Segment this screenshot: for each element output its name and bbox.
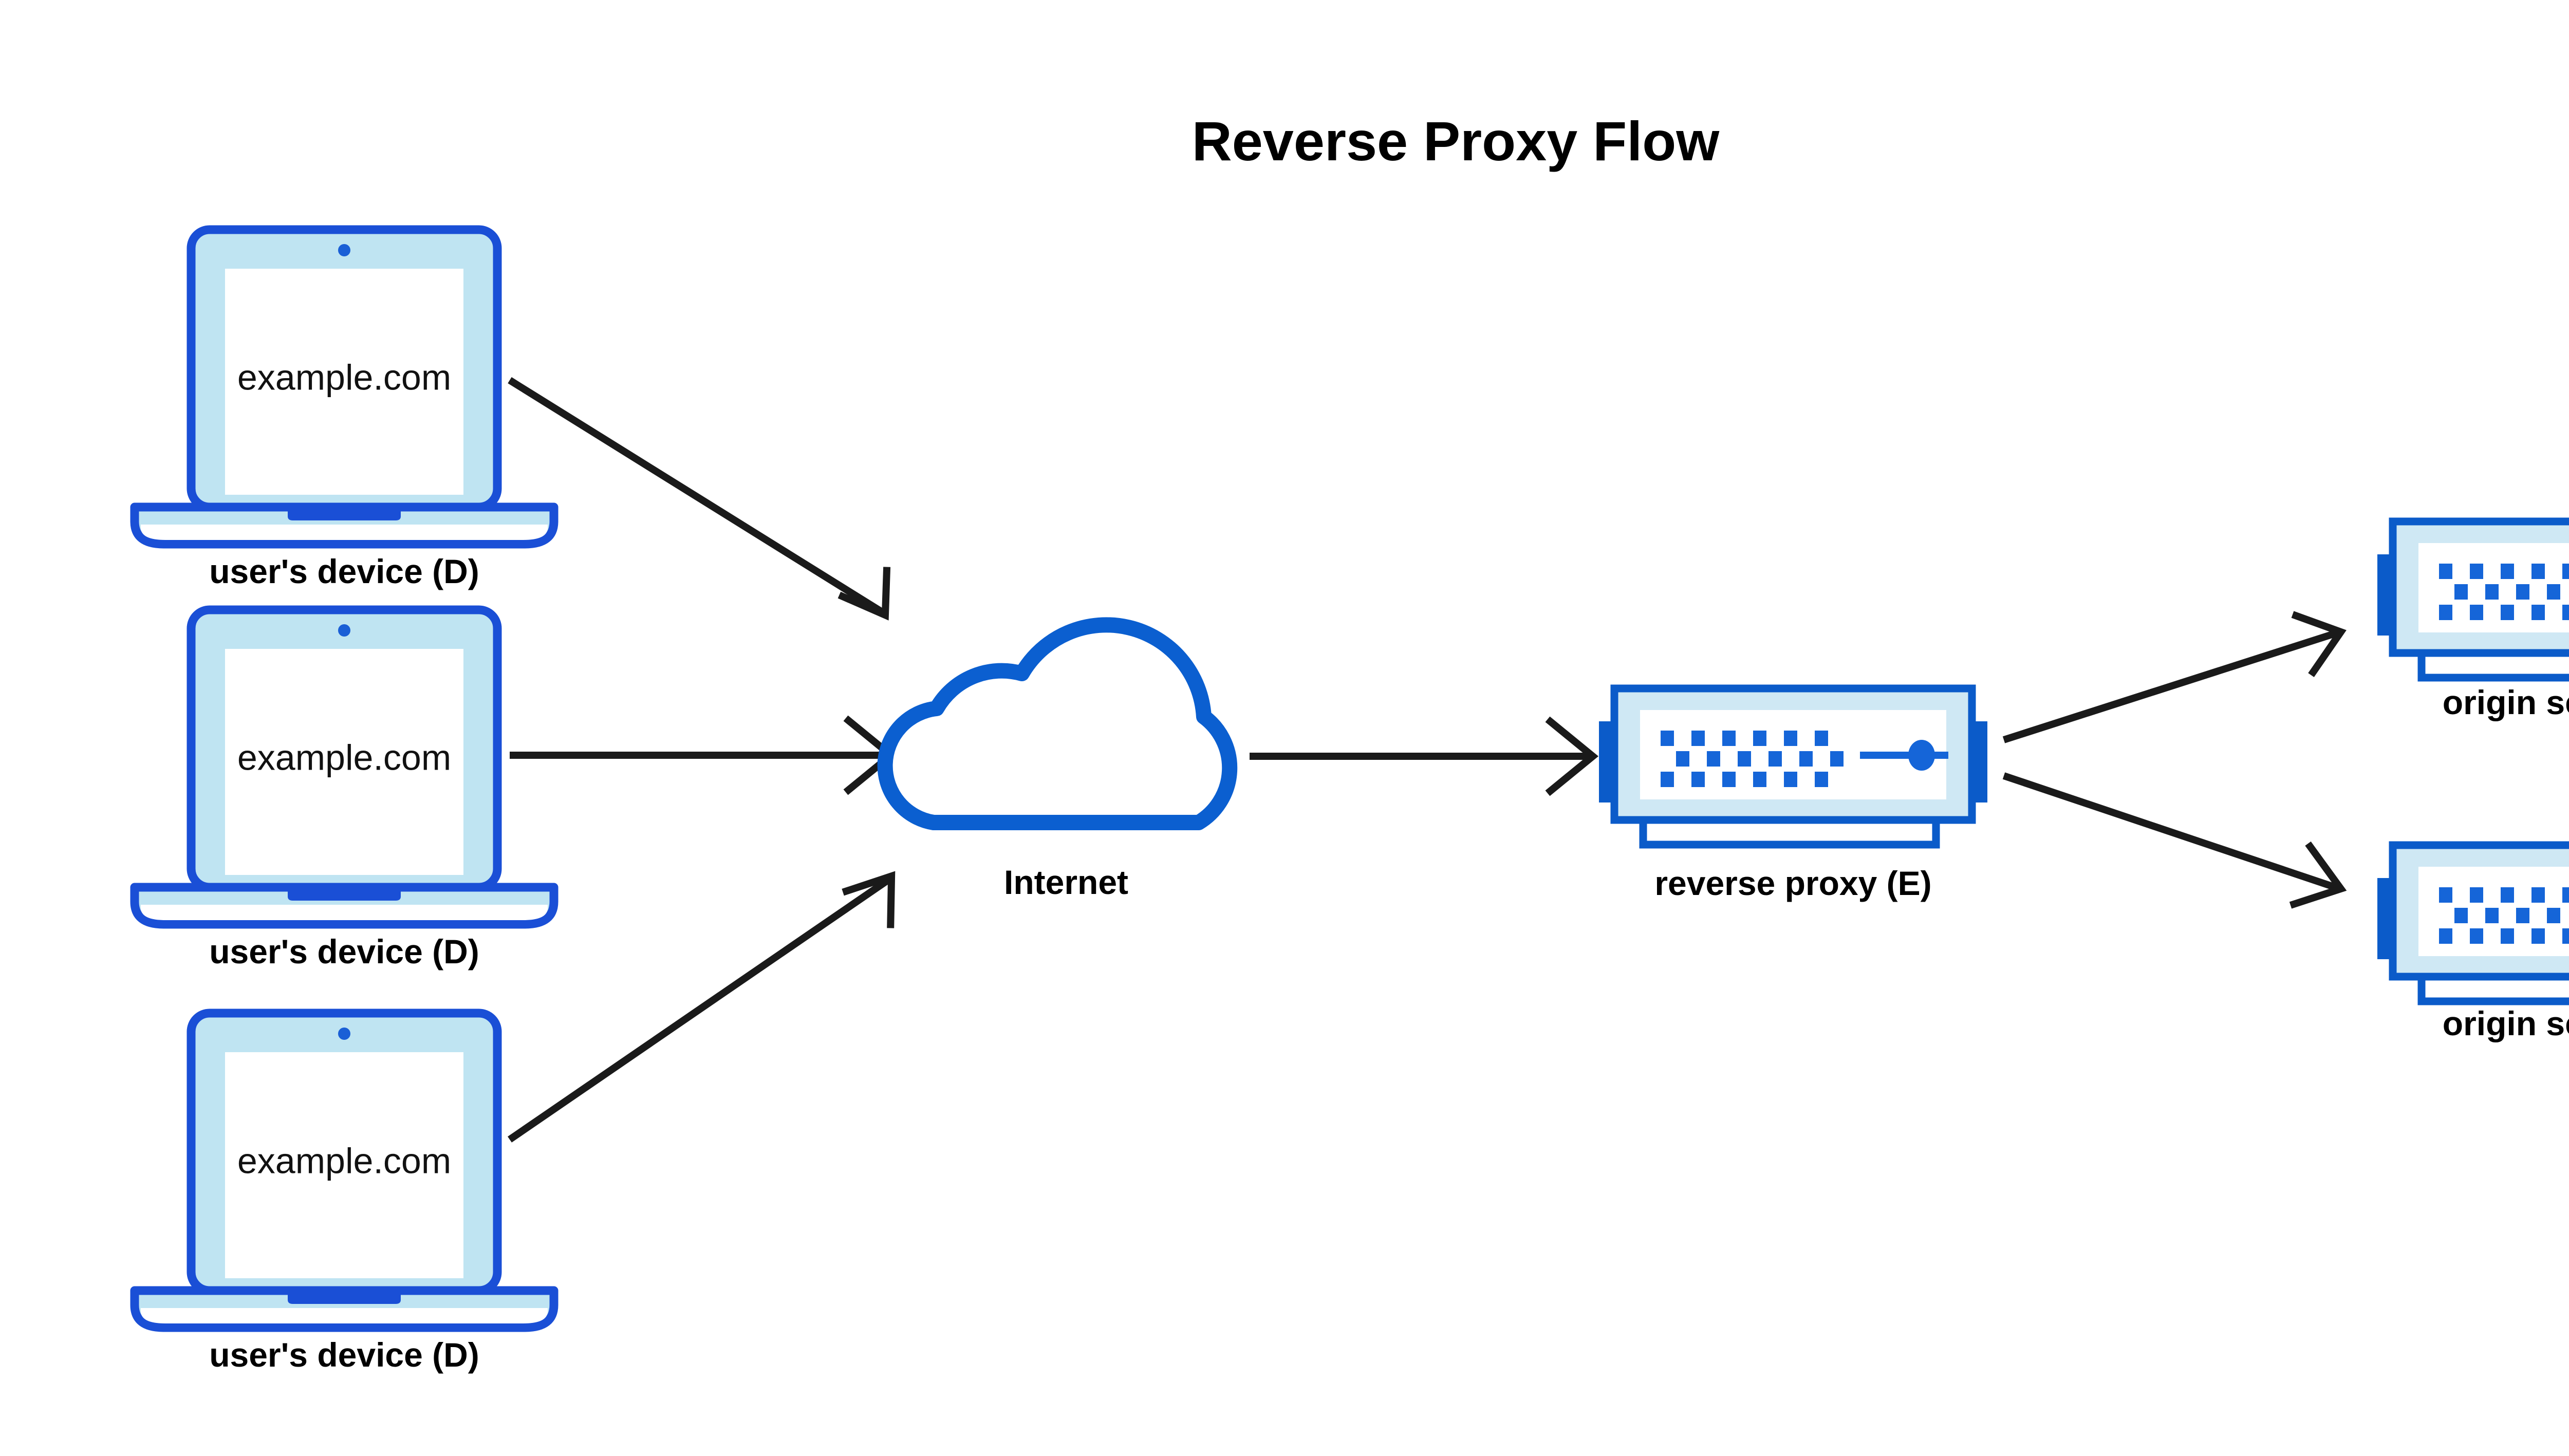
- edge-device-bottom-to-internet: [508, 871, 896, 1143]
- server-icon: [2377, 521, 2569, 678]
- page-title: Reverse Proxy Flow: [1192, 110, 1720, 172]
- laptop-screen-text-top: example.com: [237, 357, 451, 397]
- origin-top-label: origin server (F): [2443, 683, 2569, 721]
- cloud-icon: [885, 625, 1230, 823]
- server-icon: [1599, 688, 1987, 845]
- laptop-screen-text-bottom: example.com: [237, 1141, 451, 1181]
- server-icon: [2377, 845, 2569, 1001]
- edge-device-top-to-internet: [508, 377, 891, 621]
- node-device-top[interactable]: example.com user's device (D): [135, 230, 554, 590]
- node-internet[interactable]: Internet: [885, 625, 1230, 901]
- edge-proxy-to-origin-bottom: [2002, 772, 2347, 909]
- device-bottom-label: user's device (D): [209, 1336, 479, 1374]
- node-device-bottom[interactable]: example.com user's device (D): [135, 1013, 554, 1374]
- edge-device-middle-to-internet: [510, 715, 897, 795]
- internet-label: Internet: [1004, 863, 1128, 901]
- edge-proxy-to-origin-top: [2002, 611, 2347, 743]
- device-middle-label: user's device (D): [209, 932, 479, 970]
- node-origin-top[interactable]: origin server (F): [2377, 521, 2569, 721]
- node-reverse-proxy[interactable]: reverse proxy (E): [1599, 688, 1987, 902]
- edge-internet-to-reverse-proxy: [1250, 716, 1599, 796]
- laptop-screen-text-middle: example.com: [237, 737, 451, 777]
- node-origin-bottom[interactable]: origin server (F): [2377, 845, 2569, 1042]
- origin-bottom-label: origin server (F): [2443, 1004, 2569, 1042]
- device-top-label: user's device (D): [209, 552, 479, 590]
- reverse-proxy-label: reverse proxy (E): [1654, 864, 1931, 902]
- node-device-middle[interactable]: example.com user's device (D): [135, 610, 554, 970]
